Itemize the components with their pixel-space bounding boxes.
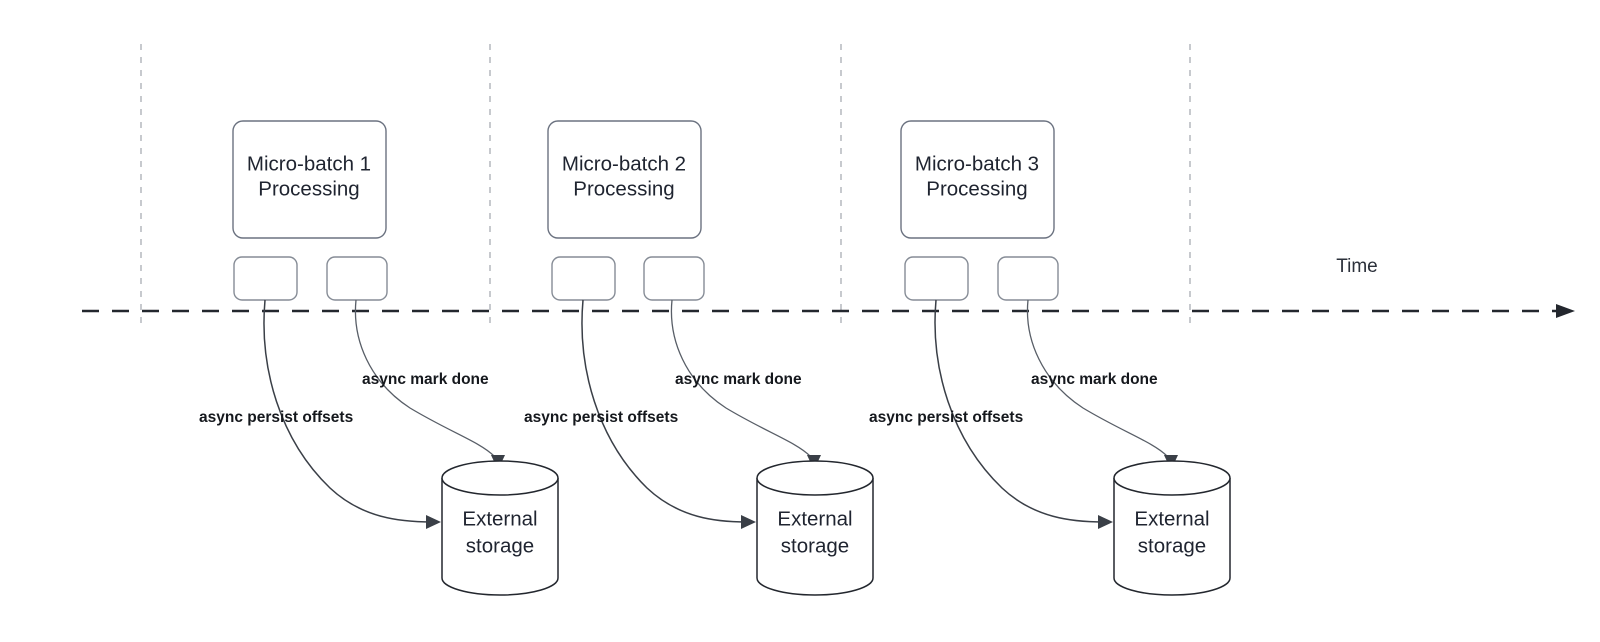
edge-arrowhead-persist-offsets-3 [1098,515,1113,529]
micro-batch-label-line1-2: Micro-batch 2 [562,152,686,175]
storage-cylinder-body-2[interactable] [756,478,874,596]
storage-cylinder-top-2 [756,460,874,496]
micro-batch-box-3[interactable] [900,120,1055,239]
time-axis-label: Time [1336,256,1378,277]
storage-cylinder-body-1[interactable] [441,478,559,596]
task-box-task-1b[interactable] [326,256,388,301]
micro-batch-label-line2-3: Processing [926,177,1027,200]
edge-arrowhead-persist-offsets-1 [426,515,441,529]
edge-label-mark-done-2: async mark done [675,371,802,388]
micro-batch-label-line1-1: Micro-batch 1 [247,152,371,175]
micro-batch-label-line2-1: Processing [258,177,359,200]
storage-cylinder-top-1 [441,460,559,496]
storage-label-line2-1: storage [466,534,534,557]
micro-batch-label-line1-3: Micro-batch 3 [915,152,1039,175]
timeline-arrowhead [1556,304,1575,318]
task-box-task-3b[interactable] [997,256,1059,301]
edge-label-persist-offsets-1: async persist offsets [199,409,353,426]
micro-batch-box-2[interactable] [547,120,702,239]
task-box-task-1a[interactable] [233,256,298,301]
storage-cylinder-top-3 [1113,460,1231,496]
task-box-task-2b[interactable] [643,256,705,301]
storage-label-line1-2: External [777,507,852,530]
storage-label-line1-1: External [462,507,537,530]
micro-batch-box-1[interactable] [232,120,387,239]
edge-path-persist-offsets-3 [934,299,1105,523]
task-box-task-2a[interactable] [551,256,616,301]
edge-path-persist-offsets-1 [263,299,433,523]
storage-label-line2-3: storage [1138,534,1206,557]
edge-path-mark-done-1 [354,299,495,457]
micro-batch-label-line2-2: Processing [573,177,674,200]
task-box-task-3a[interactable] [904,256,969,301]
edge-arrowhead-persist-offsets-2 [741,515,756,529]
storage-label-line2-2: storage [781,534,849,557]
storage-label-line1-3: External [1134,507,1209,530]
edge-path-mark-done-2 [670,299,811,457]
storage-cylinder-body-3[interactable] [1113,478,1231,596]
edge-path-mark-done-3 [1026,299,1168,457]
edge-label-persist-offsets-2: async persist offsets [524,409,678,426]
edge-path-persist-offsets-2 [581,299,748,523]
edge-label-mark-done-1: async mark done [362,371,489,388]
edge-label-persist-offsets-3: async persist offsets [869,409,1023,426]
edge-label-mark-done-3: async mark done [1031,371,1158,388]
